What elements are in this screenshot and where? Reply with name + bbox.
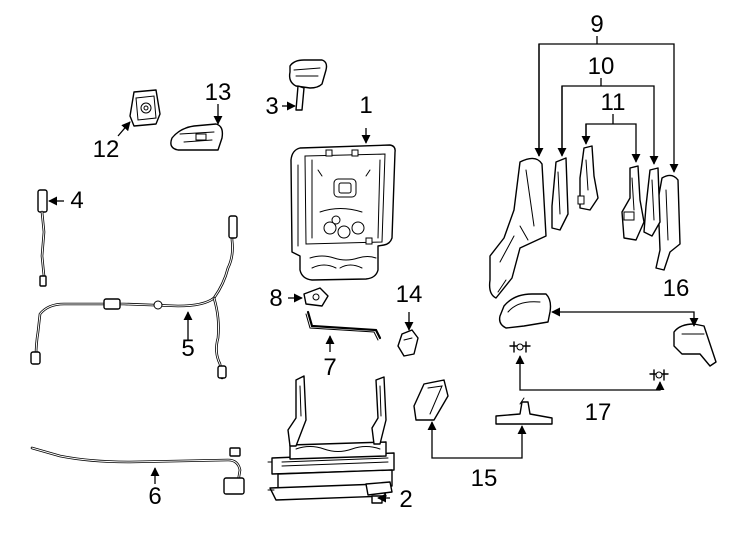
part-9-side-shield xyxy=(488,157,681,299)
part-3-recliner-handle xyxy=(282,59,328,111)
callout-4: 4 xyxy=(70,187,83,214)
part-4-cable xyxy=(37,189,64,287)
callout-15: 15 xyxy=(471,465,498,492)
part-6-harness xyxy=(30,446,245,495)
part-8-bracket xyxy=(288,287,329,307)
callout-5: 5 xyxy=(181,335,194,362)
part-16-covers xyxy=(498,293,717,367)
part-17-pins xyxy=(509,341,669,391)
callout-12: 12 xyxy=(93,136,120,163)
part-10-trim-panels xyxy=(551,157,661,237)
callout-2: 2 xyxy=(399,486,412,513)
callout-6: 6 xyxy=(148,483,161,510)
part-12-knob xyxy=(117,89,161,137)
callout-16: 16 xyxy=(663,275,690,302)
callout-labels: 1 2 3 4 5 6 7 8 9 10 11 12 13 14 15 16 1… xyxy=(70,11,689,513)
callout-8: 8 xyxy=(269,285,282,312)
callout-7: 7 xyxy=(323,354,336,381)
part-5-wiring-harness xyxy=(30,215,238,380)
callout-11: 11 xyxy=(601,89,626,116)
callout-17: 17 xyxy=(585,399,612,426)
part-15-trim-pieces xyxy=(413,379,553,459)
part-2-seat-track-adjuster xyxy=(267,375,395,504)
part-13-handle-cover xyxy=(170,104,224,151)
callout-leaders-9-10-11 xyxy=(534,36,679,173)
callout-13: 13 xyxy=(205,79,232,106)
callout-10: 10 xyxy=(588,53,615,80)
callout-14: 14 xyxy=(396,281,423,308)
part-14-clip xyxy=(397,312,419,357)
part-7-rod xyxy=(305,310,382,352)
callout-1: 1 xyxy=(359,92,372,119)
callout-9: 9 xyxy=(590,11,603,38)
part-1-seat-cushion-frame xyxy=(290,128,396,281)
part-11-brackets xyxy=(577,145,645,241)
callout-3: 3 xyxy=(265,93,278,120)
